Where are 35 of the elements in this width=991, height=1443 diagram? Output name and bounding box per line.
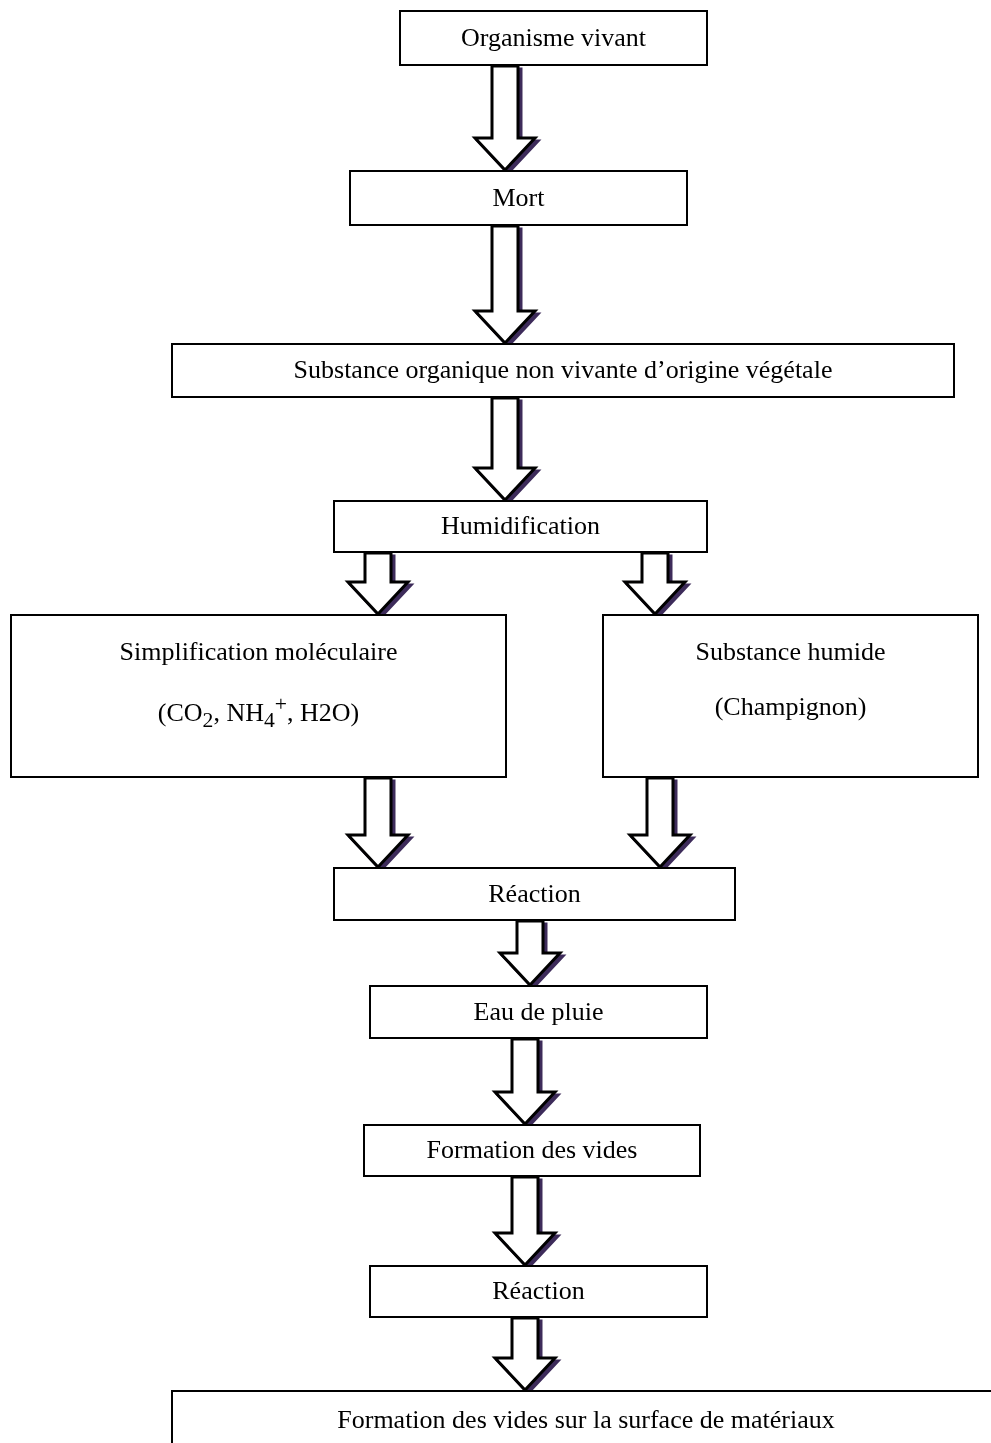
node-label: Substance humide bbox=[695, 638, 886, 667]
node-label: Formation des vides bbox=[426, 1136, 638, 1165]
node-label: Simplification moléculaire bbox=[119, 638, 398, 667]
process-box bbox=[399, 10, 708, 66]
block-arrow bbox=[471, 224, 539, 346]
process-box bbox=[171, 1390, 991, 1443]
node-label: Formation des vides sur la surface de matériaux bbox=[337, 1405, 835, 1435]
process-box bbox=[333, 500, 708, 553]
process-box bbox=[363, 1124, 701, 1177]
node-label: Eau de pluie bbox=[473, 997, 604, 1027]
block-arrow bbox=[344, 776, 412, 870]
node-detail: (Champignon) bbox=[714, 692, 867, 722]
process-box bbox=[333, 867, 736, 921]
block-arrow bbox=[491, 1175, 559, 1268]
block-arrow bbox=[626, 776, 694, 870]
node-detail: (CO$_{2}$, NH$_{4}$$^{+}$, H2O) bbox=[157, 692, 360, 733]
node-label: Humidification bbox=[441, 512, 600, 541]
node-label: Mort bbox=[492, 183, 545, 213]
process-box bbox=[369, 1265, 708, 1318]
block-arrow bbox=[471, 396, 539, 503]
block-arrow bbox=[344, 551, 412, 617]
block-arrow bbox=[621, 551, 689, 617]
node-label: Réaction bbox=[488, 879, 581, 909]
process-box bbox=[171, 343, 955, 398]
node-label: Substance organique non vivante d’origine végétale bbox=[293, 356, 833, 385]
block-arrow bbox=[471, 64, 539, 173]
node-label: Réaction bbox=[492, 1277, 585, 1306]
block-arrow bbox=[491, 1316, 559, 1393]
process-box bbox=[369, 985, 708, 1039]
block-arrow bbox=[491, 1037, 559, 1127]
block-arrow bbox=[496, 919, 564, 988]
node-label: Organisme vivant bbox=[460, 23, 647, 53]
process-box bbox=[349, 170, 688, 226]
process-box bbox=[602, 614, 979, 778]
process-box bbox=[10, 614, 507, 778]
